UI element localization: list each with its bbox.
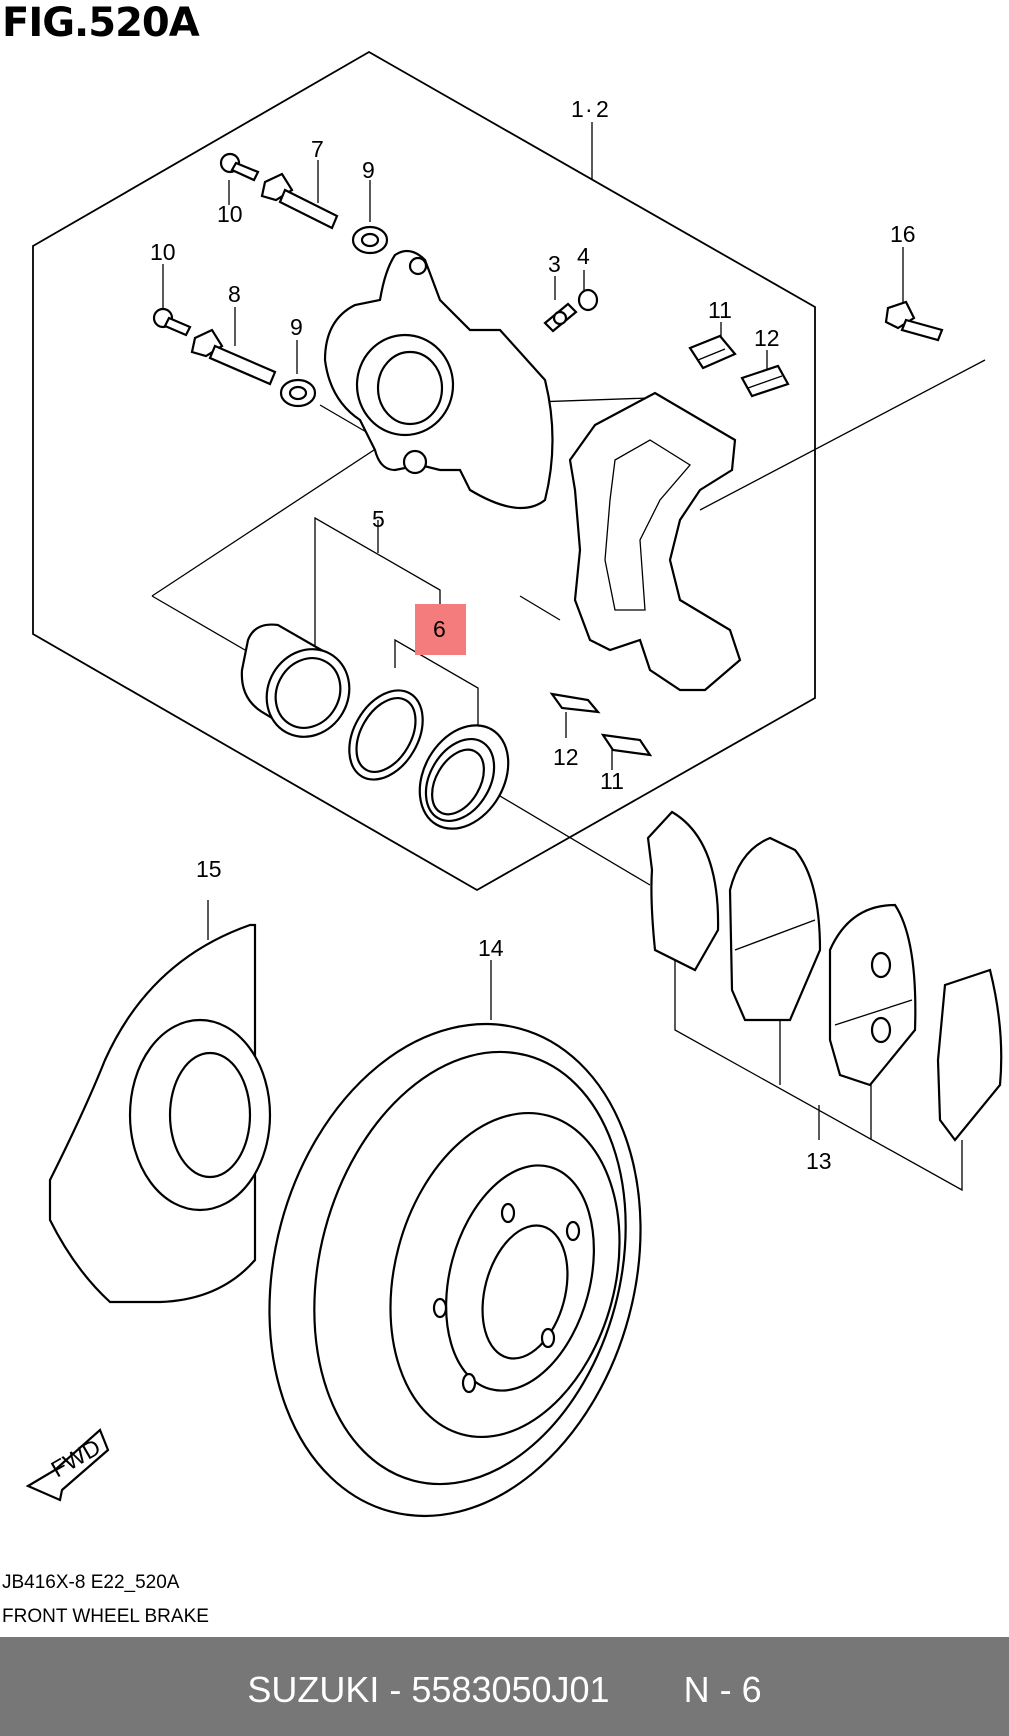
callout-12-bottom: 12 — [553, 744, 579, 770]
bolt-16 — [884, 300, 944, 342]
brake-rotor-14 — [268, 1022, 642, 1518]
piston-5 — [240, 623, 351, 738]
sleeve-9-top — [351, 225, 389, 255]
bleeder-3 — [543, 302, 578, 333]
exploded-brake-diagram: FWD 1 · 2 7 9 10 10 8 9 3 4 11 12 16 5 6… — [25, 50, 1003, 1518]
callout-6: 6 — [433, 616, 446, 642]
bolt-10-top — [219, 152, 260, 182]
piston-seal-6 — [348, 689, 424, 781]
svg-text:·: · — [585, 96, 593, 122]
callout-9-left: 9 — [290, 314, 303, 340]
brake-pads-13 — [646, 810, 1003, 1142]
callout-15: 15 — [196, 856, 222, 882]
callout-10-left: 10 — [150, 239, 176, 265]
callout-10-top: 10 — [217, 201, 243, 227]
callout-11-bottom: 11 — [600, 768, 624, 794]
callout-11-top: 11 — [708, 297, 732, 323]
callout-labels: 1 · 2 7 9 10 10 8 9 3 4 11 12 16 5 6 12 … — [150, 96, 916, 1174]
figure-title: FIG.520A — [2, 0, 200, 46]
callout-13: 13 — [806, 1148, 832, 1174]
bolt-10-left — [152, 307, 192, 337]
caliper-assembly-outline — [32, 50, 816, 892]
bolt-8 — [190, 328, 277, 386]
callout-16: 16 — [890, 221, 916, 247]
dust-boot — [418, 724, 510, 830]
callout-14: 14 — [478, 935, 504, 961]
dust-shield-15 — [48, 923, 272, 1304]
footer-brand-part: SUZUKI - 5583050J01 — [247, 1669, 610, 1710]
diagram-name: FRONT WHEEL BRAKE — [2, 1606, 209, 1627]
bolt-7 — [260, 172, 339, 230]
callout-3: 3 — [548, 251, 561, 277]
footer-bar: SUZUKI - 5583050J01 N - 6 — [0, 1637, 1009, 1736]
callout-5: 5 — [372, 506, 385, 532]
callout-9-top: 9 — [362, 157, 375, 183]
footer-ref: N - 6 — [683, 1669, 762, 1710]
caliper-body — [323, 249, 554, 510]
clip-11-top — [688, 334, 737, 370]
caliper-carrier — [568, 391, 742, 692]
clip-11-bottom — [600, 733, 653, 757]
forward-direction-arrow: FWD — [25, 1428, 110, 1502]
highlight-box-part-6 — [415, 604, 466, 655]
callout-4: 4 — [577, 243, 590, 269]
callout-1: 1 — [571, 96, 584, 122]
callout-8: 8 — [228, 281, 241, 307]
callout-2: 2 — [596, 96, 609, 122]
clip-12-bottom — [549, 692, 601, 714]
footer-text: SUZUKI - 5583050J01 N - 6 — [0, 1669, 1009, 1711]
clip-12-top — [740, 364, 790, 398]
callout-7: 7 — [311, 136, 324, 162]
callout-12-top: 12 — [754, 325, 780, 351]
cap-4 — [577, 288, 599, 312]
sleeve-9-left — [279, 378, 317, 408]
diagram-code: JB416X-8 E22_520A — [2, 1572, 180, 1593]
